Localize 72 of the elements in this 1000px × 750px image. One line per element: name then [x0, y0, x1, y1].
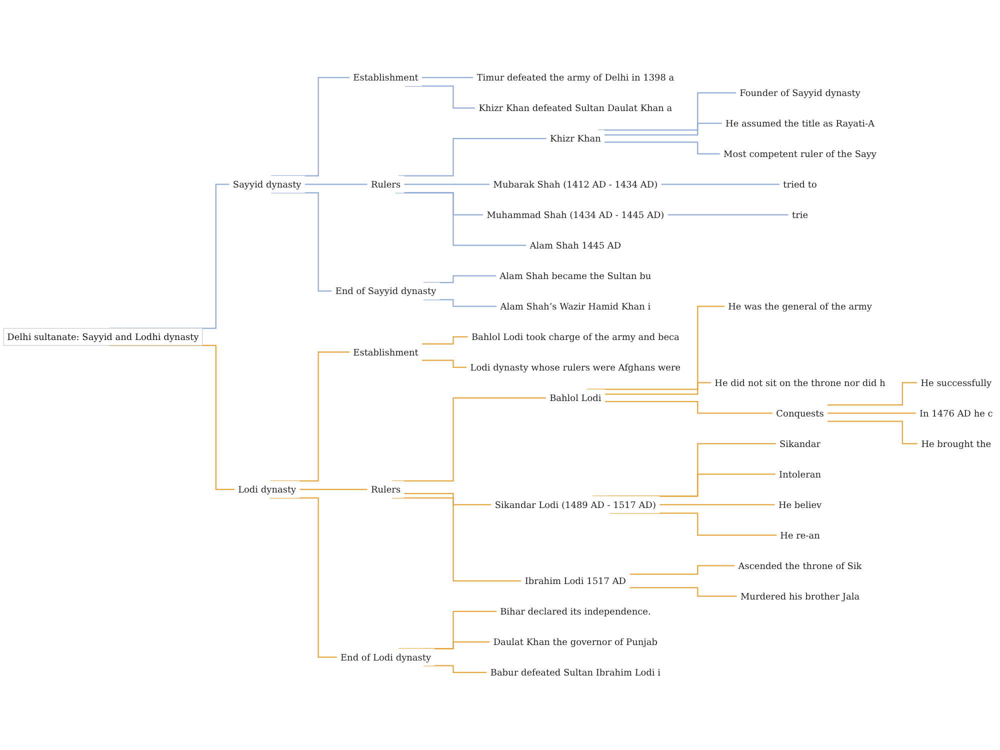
connector	[661, 184, 780, 185]
connector	[610, 474, 776, 497]
node-text: He was the general of the army	[728, 300, 872, 312]
node-text: Daulat Khan the governor of Punjab	[493, 636, 658, 648]
node-text: Muhammad Shah (1434 AD - 1445 AD)	[486, 209, 664, 220]
node-text: Khizr Khan defeated Sultan Daulat Khan a	[478, 102, 672, 114]
connector	[604, 401, 774, 414]
node-text: Lodi dynasty whose rulers were Afghans were	[470, 362, 681, 373]
node-text: Conquests	[776, 408, 824, 419]
node-text: trie	[792, 209, 808, 220]
node-text: Establishment	[353, 346, 418, 358]
connector	[270, 352, 350, 482]
connector	[398, 138, 547, 176]
node-text: Khizr Khan	[550, 133, 601, 144]
node-text: Bihar declared its independence.	[500, 606, 651, 617]
connector	[271, 77, 350, 176]
node-text: In 1476 AD he c	[919, 408, 993, 419]
connector	[604, 382, 712, 395]
connector	[827, 412, 916, 414]
connector	[423, 665, 488, 673]
node-text: Intoleran	[779, 468, 821, 480]
node-text: Most competent ruler of the Sayy	[724, 148, 876, 160]
connector	[422, 336, 468, 344]
node-text: Timur defeated the army of Delhi in 1398 a	[476, 72, 674, 83]
node-text: Ascended the throne of Sik	[738, 560, 862, 572]
connector	[304, 184, 368, 185]
node-text: Alam Shah 1445 AD	[530, 240, 622, 251]
node-text: Babur defeated Sultan Ibrahim Lodi i	[490, 667, 661, 678]
connector	[404, 493, 492, 506]
connector	[423, 275, 497, 284]
node-text: Mubarak Shah (1412 AD - 1434 AD)	[493, 178, 658, 190]
node-text: He assumed the title as Rayati-A	[726, 118, 874, 129]
connector	[392, 497, 522, 582]
connector	[423, 641, 490, 650]
connector	[592, 443, 776, 497]
connector	[423, 299, 498, 307]
connector	[827, 382, 918, 406]
connector	[604, 122, 723, 136]
node-text: Bahlol Lodi took charge of the army and beca	[471, 331, 680, 342]
node-text: He successfully	[920, 377, 992, 388]
connector	[422, 360, 468, 368]
connector	[404, 184, 490, 185]
node-text: He brought the	[921, 438, 992, 450]
connector	[422, 77, 474, 78]
connector	[630, 587, 738, 597]
connector	[598, 92, 737, 131]
node-text: Founder of Sayyid dynasty	[740, 87, 860, 98]
node-text: He re-an	[780, 530, 820, 541]
connector	[392, 397, 547, 482]
connector	[610, 512, 778, 536]
connector	[270, 497, 338, 658]
node-text: Sikandar	[780, 438, 821, 450]
connector	[586, 306, 726, 390]
connector	[668, 214, 789, 216]
node-text: He did not sit on the throne nor did h	[714, 377, 886, 388]
connector	[630, 565, 736, 575]
node-box: Delhi sultanate: Sayyid and Lodhi dynasty	[3, 328, 203, 346]
connector	[395, 192, 527, 246]
node-text: He believ	[778, 499, 822, 510]
connector	[404, 86, 476, 109]
connector	[660, 504, 776, 506]
node-text: Murdered his brother Jala	[740, 590, 860, 602]
connector	[827, 420, 918, 444]
connector	[300, 488, 368, 490]
node-text: Alam Shah became the Sultan bu	[500, 270, 652, 282]
node-text: Alam Shah’s Wazir Hamid Khan i	[500, 300, 651, 312]
connector	[404, 192, 484, 216]
node-text: tried to	[783, 178, 817, 190]
connector	[604, 142, 721, 154]
connector	[398, 610, 498, 650]
connector	[271, 192, 332, 292]
node-text: Ibrahim Lodi 1517 AD	[524, 576, 626, 586]
